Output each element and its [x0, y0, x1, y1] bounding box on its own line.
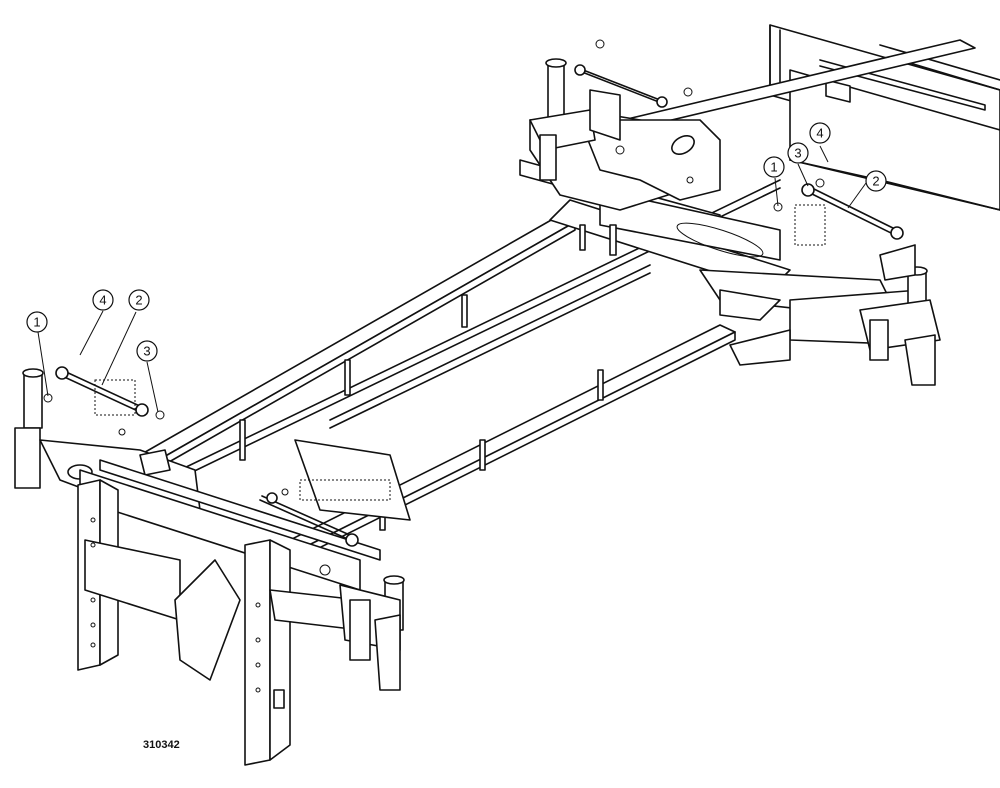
callouts: 1 4 2 3 1 3 4 2: [26, 122, 887, 413]
callout-1-left: 1: [26, 311, 48, 333]
svg-text:1: 1: [770, 160, 777, 175]
svg-text:4: 4: [816, 126, 823, 141]
svg-text:1: 1: [33, 315, 40, 330]
callout-4-left: 4: [92, 289, 114, 311]
svg-text:3: 3: [794, 146, 801, 161]
drawing-number: 310342: [143, 739, 180, 751]
svg-text:2: 2: [872, 174, 879, 189]
svg-text:4: 4: [99, 293, 106, 308]
svg-text:3: 3: [143, 344, 150, 359]
front-right-spindle: [319, 564, 405, 691]
callout-2-right: 2: [865, 170, 887, 192]
front-crossbar: [79, 439, 411, 591]
callout-3-right: 3: [787, 142, 809, 164]
front-legs: [77, 479, 361, 766]
right-link-assembly: [773, 178, 941, 386]
callout-4-right: 4: [809, 122, 831, 144]
svg-text:2: 2: [135, 293, 142, 308]
callout-3-left: 3: [136, 340, 158, 362]
callout-2-left: 2: [128, 289, 150, 311]
rear-frame: [769, 24, 1000, 211]
upper-hitch-assembly: [529, 39, 721, 211]
callout-1-right: 1: [763, 156, 785, 178]
